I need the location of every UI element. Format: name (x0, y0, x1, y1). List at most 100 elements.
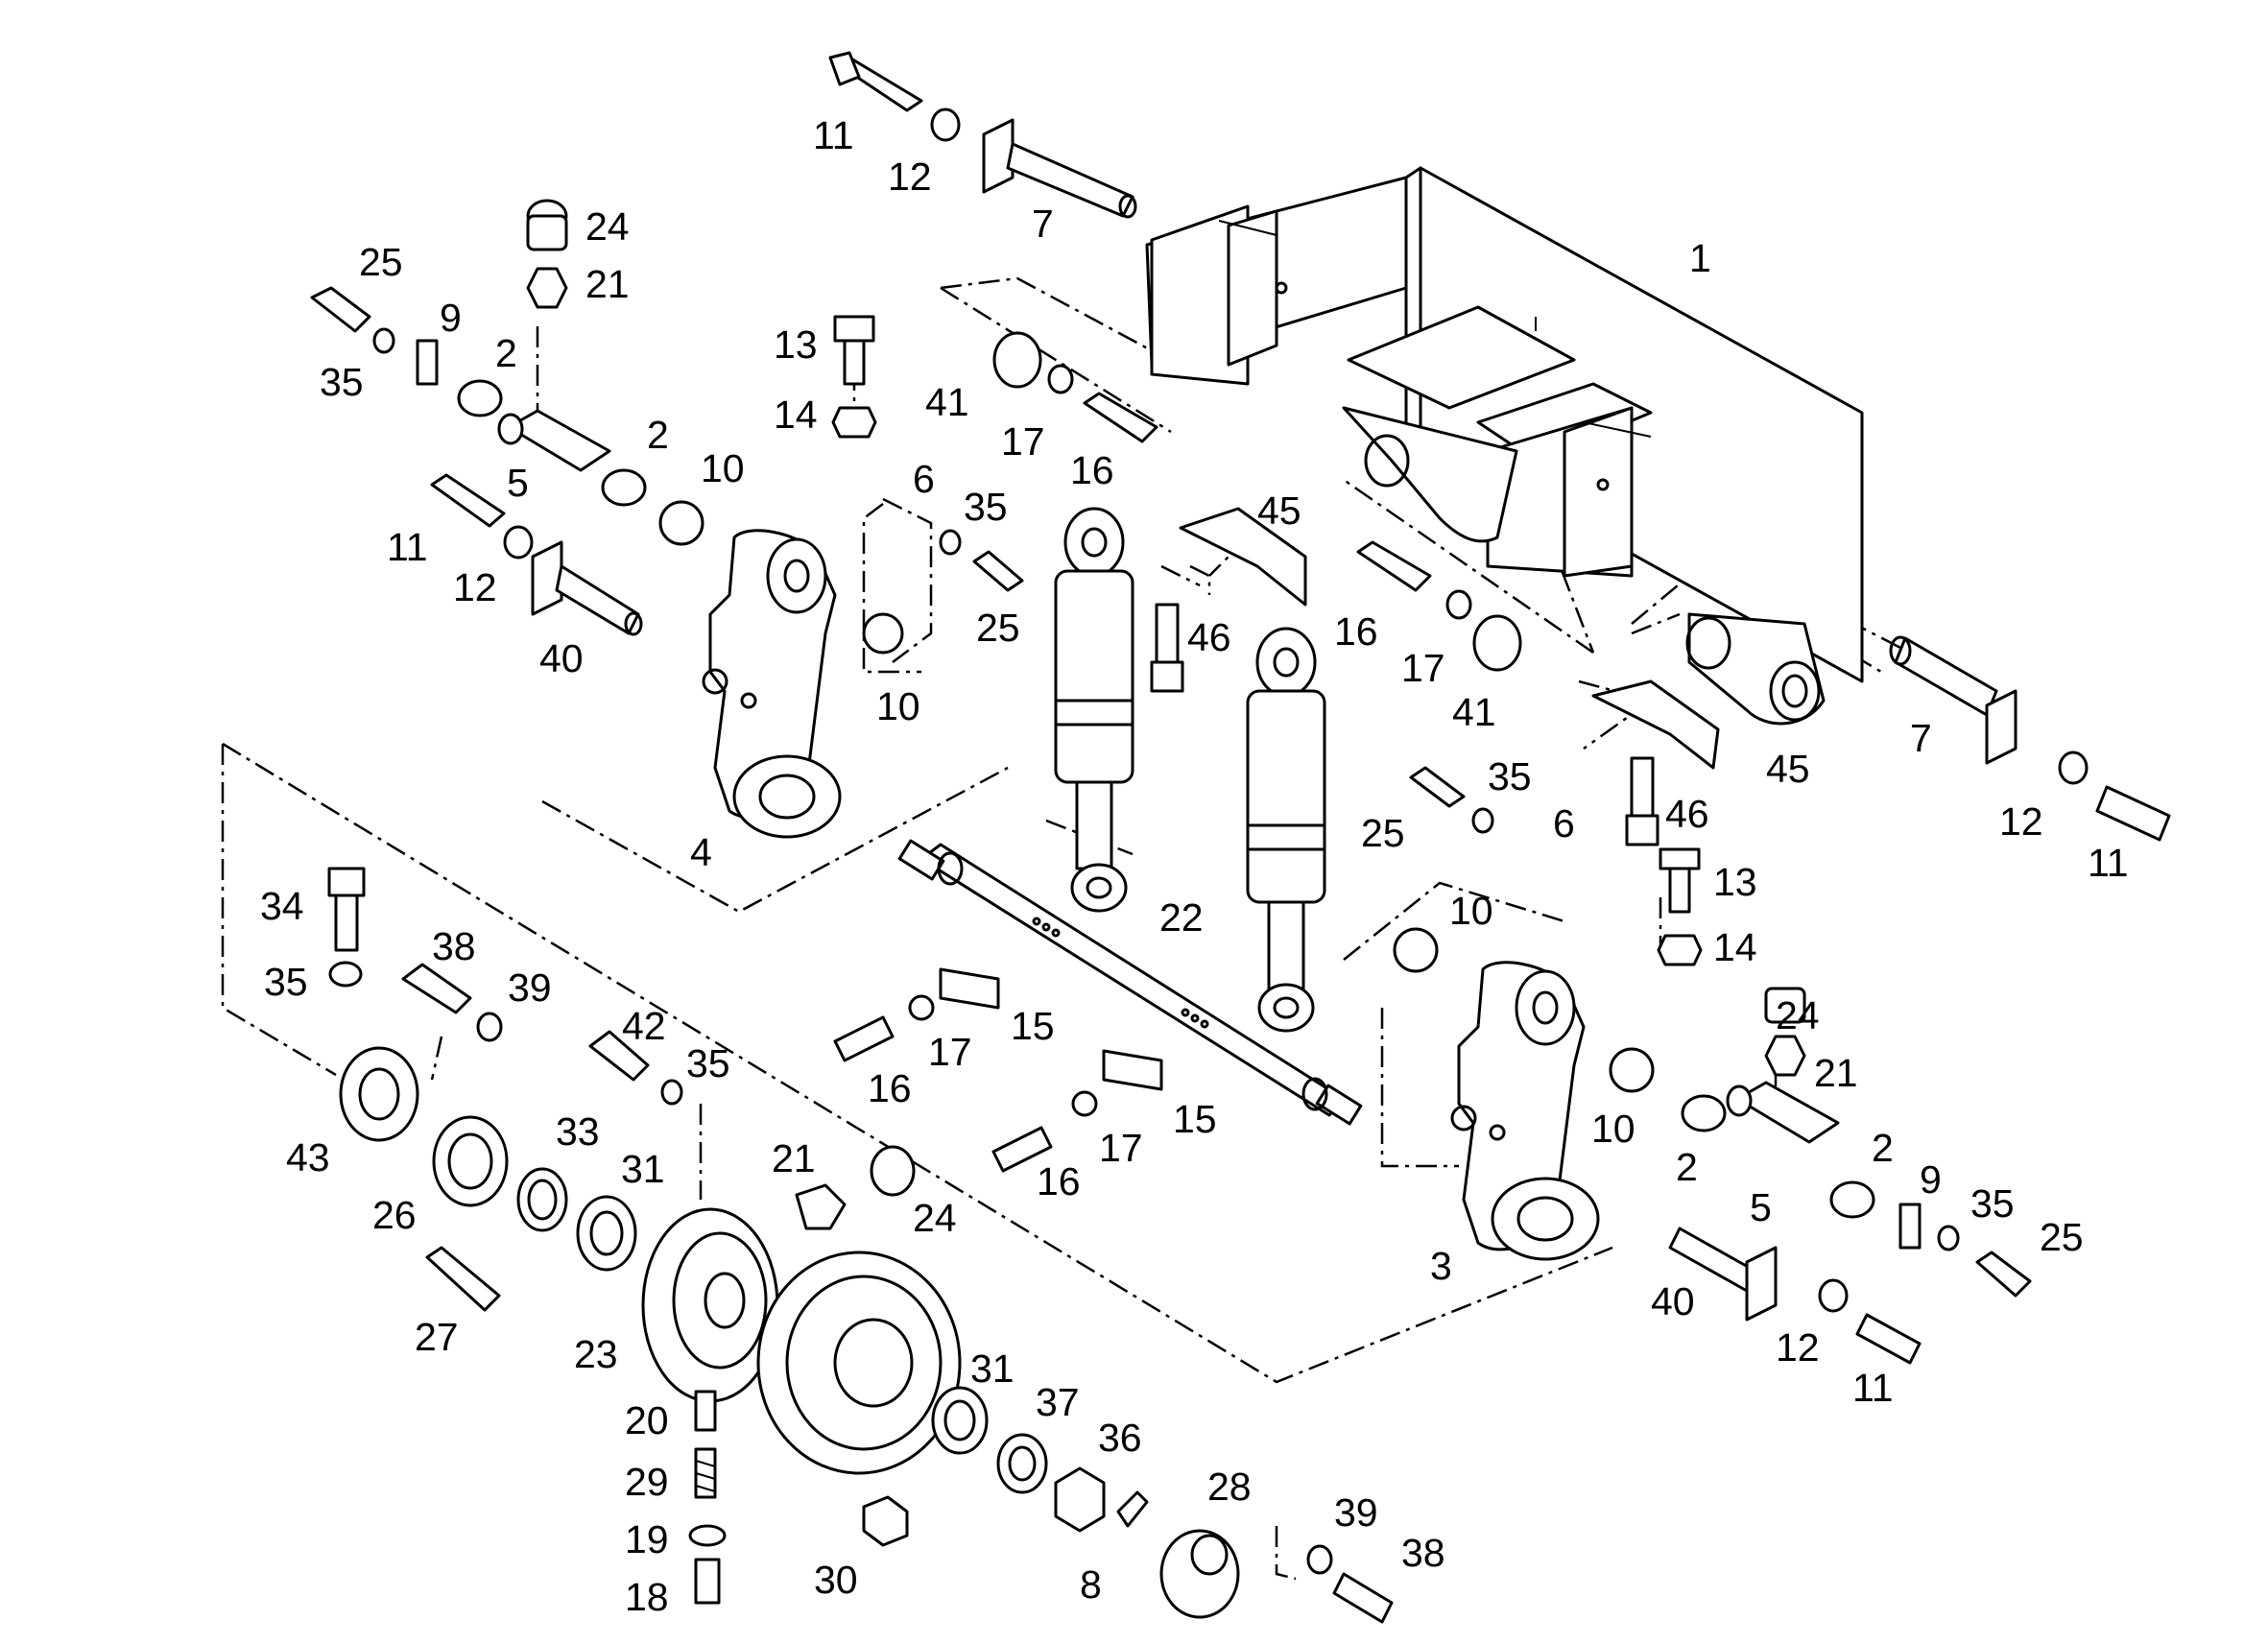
callout-2: 2 (1676, 1145, 1698, 1189)
callout-35: 35 (1488, 754, 1532, 798)
callout-36: 36 (1098, 1416, 1142, 1460)
callout-21: 21 (772, 1136, 816, 1180)
pivot-arm-part-3 (1450, 961, 1600, 1261)
bushings (457, 379, 1875, 1219)
pin-part-7-right (1889, 635, 2017, 765)
callout-25: 25 (359, 240, 403, 284)
pin-part-40-left (531, 540, 643, 636)
callout-10: 10 (1449, 889, 1493, 933)
callout-35: 35 (320, 360, 364, 404)
callout-39: 39 (508, 965, 552, 1010)
callout-46: 46 (1665, 792, 1709, 836)
callout-25: 25 (2040, 1215, 2084, 1259)
callout-12: 12 (453, 565, 497, 609)
callout-46: 46 (1187, 615, 1231, 659)
wheel-hub-assembly (339, 1046, 1240, 1619)
callout-25: 25 (1361, 811, 1405, 855)
pin-part-5-right (1726, 1081, 1840, 1144)
callout-19: 19 (625, 1517, 669, 1561)
callout-27: 27 (415, 1315, 459, 1359)
callout-3: 3 (1430, 1244, 1452, 1288)
callout-11: 11 (387, 525, 428, 569)
callout-38: 38 (432, 924, 476, 968)
callout-14: 14 (774, 393, 818, 437)
fasteners (310, 51, 2171, 1624)
callout-8: 8 (1080, 1562, 1102, 1607)
callout-15: 15 (1173, 1097, 1217, 1141)
pin-part-5-left (497, 409, 611, 472)
callout-29: 29 (625, 1460, 669, 1504)
callout-13: 13 (1713, 860, 1757, 904)
callout-12: 12 (888, 155, 932, 199)
callout-16: 16 (1070, 448, 1114, 492)
callout-42: 42 (622, 1004, 666, 1048)
callout-35: 35 (264, 960, 308, 1004)
axle-shaft-part-22 (897, 839, 1363, 1126)
callout-18: 18 (625, 1575, 669, 1619)
callout-9: 9 (440, 296, 462, 340)
pivot-arm-part-4 (702, 529, 842, 839)
callout-24: 24 (585, 204, 630, 249)
callout-35: 35 (686, 1041, 730, 1085)
callout-12: 12 (1776, 1325, 1820, 1370)
callout-39: 39 (1334, 1490, 1378, 1535)
pin-part-40-right (1668, 1227, 1778, 1322)
callout-43: 43 (286, 1135, 330, 1179)
callout-17: 17 (1401, 646, 1445, 690)
callout-2: 2 (495, 331, 517, 375)
callout-31: 31 (970, 1346, 1015, 1391)
callout-21: 21 (585, 262, 630, 306)
callout-2: 2 (1872, 1126, 1894, 1170)
callout-10: 10 (1591, 1107, 1635, 1151)
callout-10: 10 (701, 446, 745, 490)
callout-35: 35 (1970, 1181, 2015, 1226)
callout-25: 25 (976, 606, 1020, 650)
callout-15: 15 (1011, 1004, 1055, 1048)
callout-5: 5 (507, 461, 529, 505)
callout-16: 16 (1037, 1159, 1081, 1203)
callout-35: 35 (964, 485, 1008, 529)
callout-20: 20 (625, 1398, 669, 1442)
shock-absorber-right (1246, 627, 1326, 1033)
brackets-and-plates (416, 339, 1922, 1250)
callout-45: 45 (1257, 488, 1301, 533)
pin-part-7-top (982, 118, 1137, 219)
frame-part-1 (1145, 166, 1864, 726)
callout-6: 6 (913, 457, 935, 501)
callout-17: 17 (1001, 419, 1045, 464)
callout-7: 7 (1032, 202, 1054, 246)
callout-33: 33 (556, 1109, 600, 1154)
shock-absorber-left (1054, 507, 1134, 913)
callout-40: 40 (539, 636, 584, 680)
callout-22: 22 (1159, 895, 1204, 940)
callout-14: 14 (1713, 925, 1757, 969)
callout-10: 10 (876, 684, 920, 728)
callout-6: 6 (1553, 801, 1575, 846)
callout-41: 41 (1452, 690, 1496, 734)
callout-9: 9 (1920, 1157, 1942, 1202)
callout-34: 34 (260, 884, 304, 928)
callout-11: 11 (2088, 841, 2129, 885)
callout-30: 30 (814, 1558, 858, 1602)
callout-38: 38 (1401, 1531, 1445, 1575)
callout-5: 5 (1750, 1185, 1772, 1229)
callout-2: 2 (647, 413, 669, 457)
callout-11: 11 (1852, 1366, 1894, 1410)
callout-41: 41 (925, 380, 969, 424)
callout-16: 16 (1334, 609, 1378, 654)
callout-7: 7 (1910, 716, 1932, 760)
callout-13: 13 (774, 322, 818, 367)
callout-23: 23 (574, 1332, 618, 1376)
callout-16: 16 (868, 1066, 912, 1110)
callout-31: 31 (621, 1147, 665, 1191)
callout-21: 21 (1814, 1051, 1858, 1095)
callout-11: 11 (813, 113, 854, 157)
callout-24: 24 (913, 1196, 957, 1240)
callout-4: 4 (690, 830, 712, 874)
callout-37: 37 (1036, 1380, 1080, 1424)
callout-labels: 11 12 7 1 24 21 25 9 2 35 2 10 5 13 14 4… (260, 113, 2129, 1619)
callout-28: 28 (1207, 1465, 1252, 1509)
callout-17: 17 (928, 1030, 972, 1074)
callout-26: 26 (372, 1193, 417, 1237)
